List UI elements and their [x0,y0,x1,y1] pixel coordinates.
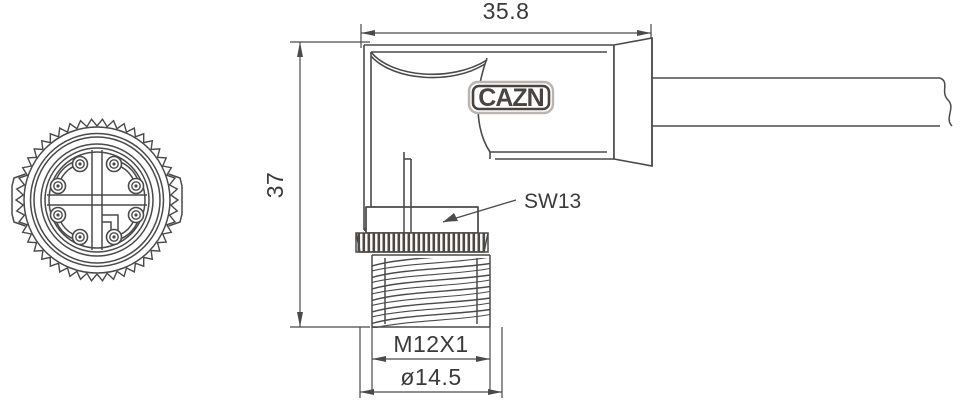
cable-break-symbol [939,77,953,127]
arrow-bottom [297,312,303,327]
gland-body [613,37,653,167]
arrow-right [637,30,651,36]
body-ring-3 [33,136,161,264]
pin [105,228,123,246]
contact-pod-upper-right [105,155,145,195]
right-lug [168,173,183,227]
hex-flat-body [365,206,479,234]
body-ring-4 [40,143,154,257]
pin [127,177,145,195]
leader-arrow [443,213,458,222]
arrow-top [297,42,303,57]
pin [127,206,145,224]
brand-logo: CAZN [467,80,555,115]
contact-pod-lower-right [105,206,145,246]
knurled-band [355,232,489,253]
top-lip-curve-2 [370,55,486,79]
arrow-left [372,356,386,362]
logo-text: CAZN [478,84,543,112]
logo-badge-inner [471,84,551,111]
pin [71,155,89,173]
dimension-label-diameter: ø14.5 [400,364,461,390]
dimension-thread-spec [371,327,491,392]
arrow-left [361,30,375,36]
front-view [11,117,183,283]
connector-body [363,44,614,232]
outer-body-ring [23,126,171,274]
hex-nut [365,206,479,234]
dimension-overall-height [290,41,370,328]
cable-gland [613,37,653,167]
left-lug [11,173,26,227]
arrow-right [488,389,502,395]
dimension-overall-length [360,24,652,48]
body-ring-5 [44,147,150,253]
callout-sw13 [442,199,517,223]
pin [71,228,89,246]
dimension-label-length: 35.8 [483,0,530,24]
arrow-right [476,356,490,362]
top-lip-curve [370,51,488,76]
pin [49,206,67,224]
body-ring-2 [29,132,165,268]
dimension-label-thread: M12X1 [393,331,468,357]
knurl-taper [355,232,489,253]
dimension-outer-diameter [359,327,503,398]
contact-pod-upper-left [49,155,89,195]
cross-keyway [47,150,147,250]
thread-helix [372,258,490,328]
arrow-left [360,389,374,395]
threaded-section [371,254,491,328]
insert-ring [48,151,146,249]
knurl-teeth [357,233,486,252]
callout-label-sw13: SW13 [524,190,581,213]
cable [652,77,953,127]
serrated-knurl-ring [14,117,180,283]
contact-pod-lower-left [49,206,89,246]
dimension-label-height: 37 [262,172,288,199]
pin [105,155,123,173]
body-fill [364,45,614,222]
contact-group [49,155,145,246]
pin [49,177,67,195]
